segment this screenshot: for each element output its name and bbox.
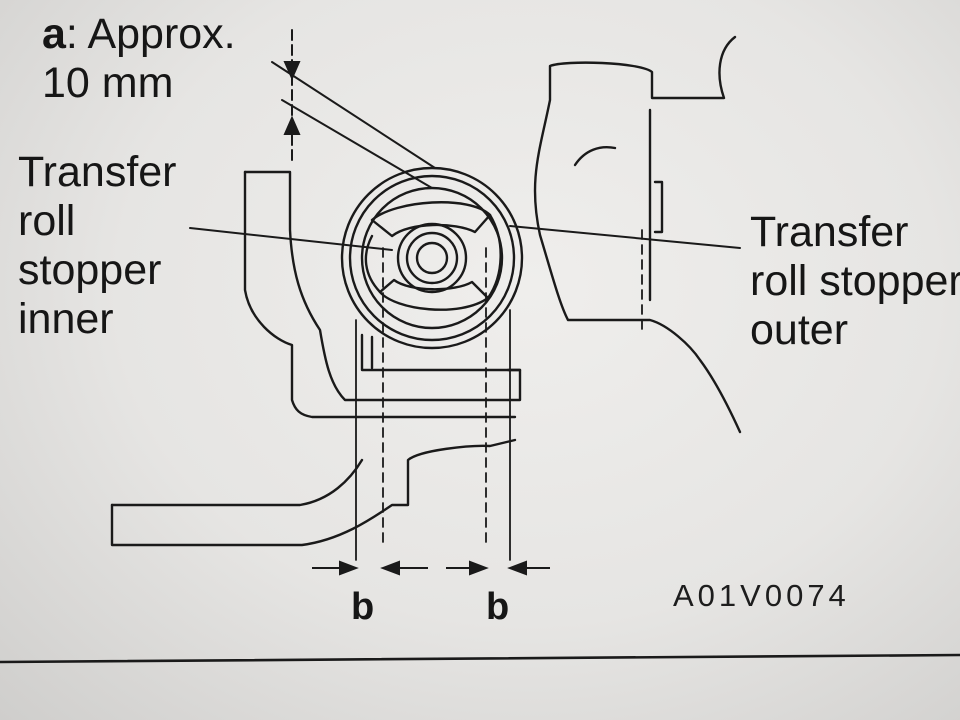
inner-core-ring-1 — [396, 222, 468, 294]
inner-stopper-top-lobe — [370, 201, 492, 238]
inner-core-ring-2 — [405, 231, 459, 285]
right-bracket-outline — [533, 35, 742, 434]
dimension-a-value: 10 mm — [42, 59, 174, 107]
outer-label-line1: Transfer — [750, 208, 909, 256]
inner-core-ring-3 — [415, 241, 449, 275]
inner-stopper-left-arm — [364, 234, 382, 294]
inner-label-line4: inner — [18, 295, 114, 343]
dimension-b-left-label: b — [351, 586, 375, 628]
lower-arm-outline — [110, 438, 517, 547]
dimension-b-right-label: b — [486, 586, 510, 628]
outer-bushing-ring-1 — [340, 166, 524, 350]
bottom-divider — [0, 653, 960, 664]
outer-stopper-label: Transfer roll stopper outer — [750, 208, 960, 355]
dim-b-left-arrow2 — [380, 560, 400, 576]
left-bracket-outer — [243, 170, 517, 419]
inner-label-line3: stopper — [18, 246, 162, 294]
leader-inner — [189, 227, 393, 251]
leader-a-lower — [281, 99, 433, 189]
inner-stopper-bottom-lobe — [378, 278, 490, 311]
inner-stopper-label: Transfer roll stopper inner — [18, 148, 177, 344]
leader-a-upper — [271, 61, 436, 169]
leader-outer — [509, 225, 741, 249]
outer-label-line2: roll stopper — [750, 257, 960, 305]
dim-b-left-arrow1 — [339, 560, 359, 576]
dimension-a-text: : Approx. — [65, 10, 236, 58]
left-bracket-outline — [243, 170, 522, 402]
dim-b-right-arrow1 — [469, 560, 489, 576]
figure-code: A01V0074 — [673, 578, 850, 613]
dimension-a-key: a — [42, 10, 66, 58]
outer-label-line3: outer — [750, 306, 849, 354]
dim-b-right-arrow2 — [507, 560, 527, 576]
dim-a-arrow-up — [283, 115, 301, 135]
inner-stopper-right-arm — [486, 213, 502, 300]
right-bracket-upper-contour — [573, 146, 617, 167]
dim-a-arrow-down — [283, 61, 301, 81]
dimension-a-label: a: Approx. 10 mm — [42, 10, 236, 108]
outer-bushing-ring-2 — [348, 174, 516, 342]
inner-label-line1: Transfer — [18, 148, 177, 196]
lower-arm-top — [110, 458, 364, 507]
mount-base — [360, 333, 522, 372]
right-bracket-inner-edge — [648, 108, 664, 302]
inner-label-line2: roll — [18, 197, 76, 245]
